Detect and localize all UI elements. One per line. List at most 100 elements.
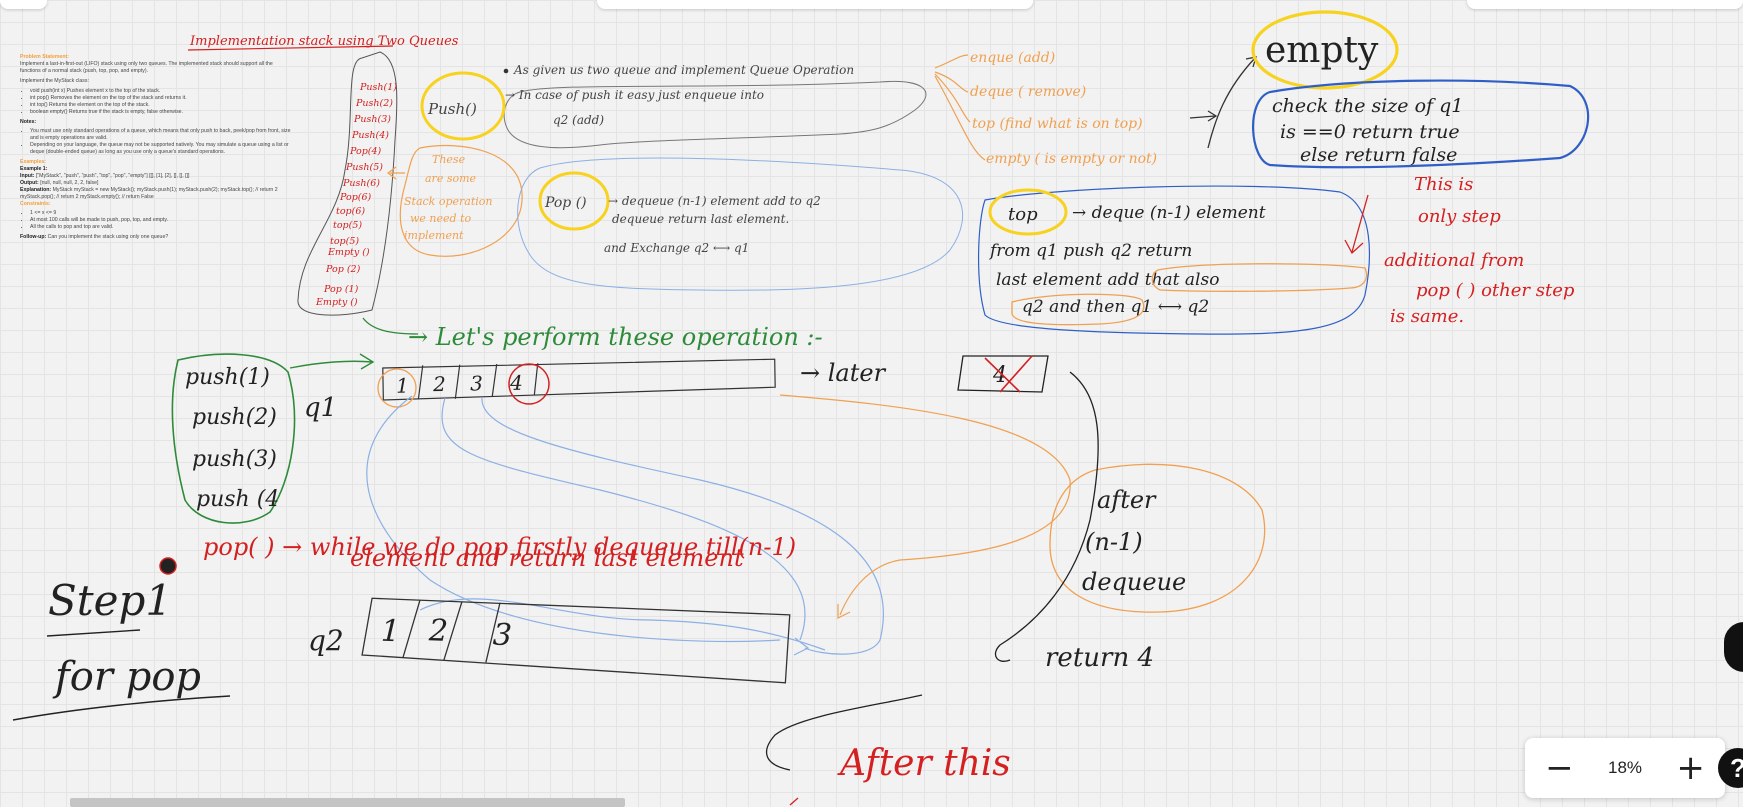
- only-step-line: is same.: [1390, 306, 1464, 327]
- push-desc-line1: → In case of push it easy just enqueue i…: [505, 88, 764, 102]
- pop-box-label: Pop (): [544, 195, 587, 211]
- pop-explain-line2: element and return last element: [350, 544, 744, 572]
- push-highlight: [420, 71, 506, 141]
- queue-op-item: empty ( is empty or not): [986, 151, 1157, 167]
- zoom-out-button[interactable]: −: [1545, 748, 1574, 788]
- push-calls-outline: [171, 353, 296, 524]
- op-item: Push(5): [345, 162, 383, 173]
- statement-heading: Problem Statement:: [20, 54, 70, 60]
- constraint-item: 1 <= x <= 9: [30, 210, 292, 217]
- method-item: boolean empty() Returns true if the stac…: [30, 109, 292, 116]
- top-desc-line1: → deque (n-1) element: [1072, 203, 1266, 223]
- op-item: top(5): [330, 236, 359, 247]
- queue-op-item: enque (add): [970, 50, 1055, 66]
- after-this-label: After this: [837, 743, 1011, 784]
- q1-front-highlight: [377, 368, 417, 408]
- op-note-line: These: [432, 153, 466, 166]
- side-panel-toggle[interactable]: [1724, 622, 1743, 672]
- notes-heading: Notes:: [20, 119, 37, 125]
- op-item: Push(4): [351, 130, 389, 141]
- push-call-item: push(3): [192, 447, 277, 472]
- removed-cross: [984, 355, 1033, 393]
- op-note-line: are some: [425, 172, 477, 185]
- op-item: top(5): [333, 220, 362, 231]
- help-button[interactable]: ?: [1718, 748, 1743, 788]
- push-call-item: push(1): [185, 365, 270, 390]
- problem-statement: Problem Statement: Implement a last-in-f…: [20, 54, 292, 241]
- q2-queue-body: [361, 597, 791, 684]
- transfer-curve: [419, 598, 826, 651]
- top-arrow: [1189, 110, 1218, 122]
- constraints-heading: Constraints:: [20, 201, 51, 207]
- transfer-curve: [366, 395, 781, 643]
- transfer-arrowhead: [793, 637, 810, 656]
- top-cloud: [977, 185, 1371, 335]
- top-toolbar-center[interactable]: [597, 0, 1033, 9]
- method-item: int top() Returns the element on the top…: [30, 102, 292, 109]
- op-item: Empty (): [327, 247, 370, 258]
- pop-desc-line1: → dequeue (n-1) element add to q2: [608, 194, 821, 208]
- empty-desc-line2: is ==0 return true: [1280, 121, 1460, 143]
- for-pop-underline: [12, 695, 231, 721]
- q2-dividers: [402, 599, 501, 663]
- op-item: top(6): [336, 206, 365, 217]
- later-label: → later: [800, 359, 887, 387]
- examples-heading: Examples:: [20, 159, 46, 165]
- pop-desc-line2: dequeue return last element.: [612, 212, 789, 226]
- input-label: Input:: [20, 173, 35, 179]
- queue-ops: enque (add) deque ( remove) top (find wh…: [970, 50, 1157, 167]
- op-note-arrow: [387, 166, 405, 180]
- top-highlight: [988, 188, 1068, 236]
- push-call-item: push(2): [192, 405, 277, 430]
- horizontal-scrollbar[interactable]: [70, 798, 625, 807]
- explanation-text: MyStack myStack = new MyStack(); myStack…: [20, 187, 278, 200]
- op-item: Push(3): [353, 114, 391, 125]
- after-line: after: [1097, 486, 1157, 514]
- after-line: dequeue: [1082, 568, 1186, 596]
- transfer-curve: [441, 397, 806, 641]
- q2-queue: 1 2 3: [361, 597, 791, 684]
- notes-list: You must use only standard operations of…: [30, 128, 292, 156]
- op-note: These are some Stack operation we need t…: [404, 153, 492, 242]
- top-toolbar-right[interactable]: [1467, 0, 1743, 9]
- pop-cloud: [517, 157, 964, 291]
- op-item: Push(6): [342, 178, 380, 189]
- only-step-arrow: [1344, 194, 1369, 255]
- followup-label: Follow-up:: [20, 234, 47, 240]
- q1-last-highlight: [508, 363, 550, 405]
- op-item: Pop(6): [339, 192, 372, 203]
- op-item: Pop (2): [325, 264, 361, 275]
- q2-value: 2: [427, 613, 448, 649]
- op-note-bubble: [399, 145, 523, 257]
- empty-highlight: [1251, 10, 1399, 90]
- after-this-arrow: [765, 694, 923, 771]
- op-list: Push(1) Push(2) Push(3) Push(4) Pop(4) P…: [315, 82, 397, 308]
- push-cloud: [503, 80, 927, 149]
- output-label: Output:: [20, 180, 39, 186]
- perform-connector: [362, 317, 419, 335]
- q1-value: 1: [396, 374, 409, 398]
- output-text: [null, null, null, 2, 2, false]: [40, 180, 99, 186]
- top-desc-line3: last element add that also: [996, 270, 1219, 290]
- zoom-in-button[interactable]: +: [1676, 748, 1705, 788]
- explanation-label: Explanation:: [20, 187, 52, 193]
- return-label: return 4: [1045, 643, 1154, 673]
- op-note-line: we need to: [410, 212, 471, 225]
- queue-op-item: top (find what is on top): [972, 116, 1143, 132]
- push-calls: push(1) push(2) push(3) push (4: [185, 365, 279, 512]
- q1-value: 2: [432, 372, 446, 396]
- after-line: (n-1): [1085, 528, 1143, 556]
- followup-text: Can you implement the stack using only o…: [47, 234, 169, 240]
- only-step-line: pop ( ) other step: [1416, 280, 1575, 301]
- op-item: Push(1): [359, 82, 397, 93]
- zoom-level[interactable]: 18%: [1607, 758, 1643, 777]
- top-desc-line2: from q1 push q2 return: [988, 241, 1192, 261]
- board-title: Implementation stack using Two Queues: [189, 34, 459, 49]
- top-toolbar-left[interactable]: [0, 0, 47, 9]
- q2-label: q2: [308, 624, 344, 657]
- top-add-highlight: [1151, 263, 1368, 292]
- only-step-line: only step: [1418, 206, 1501, 227]
- after-this-tick: [789, 797, 799, 806]
- only-step-note: This is only step additional from pop ( …: [1384, 174, 1575, 327]
